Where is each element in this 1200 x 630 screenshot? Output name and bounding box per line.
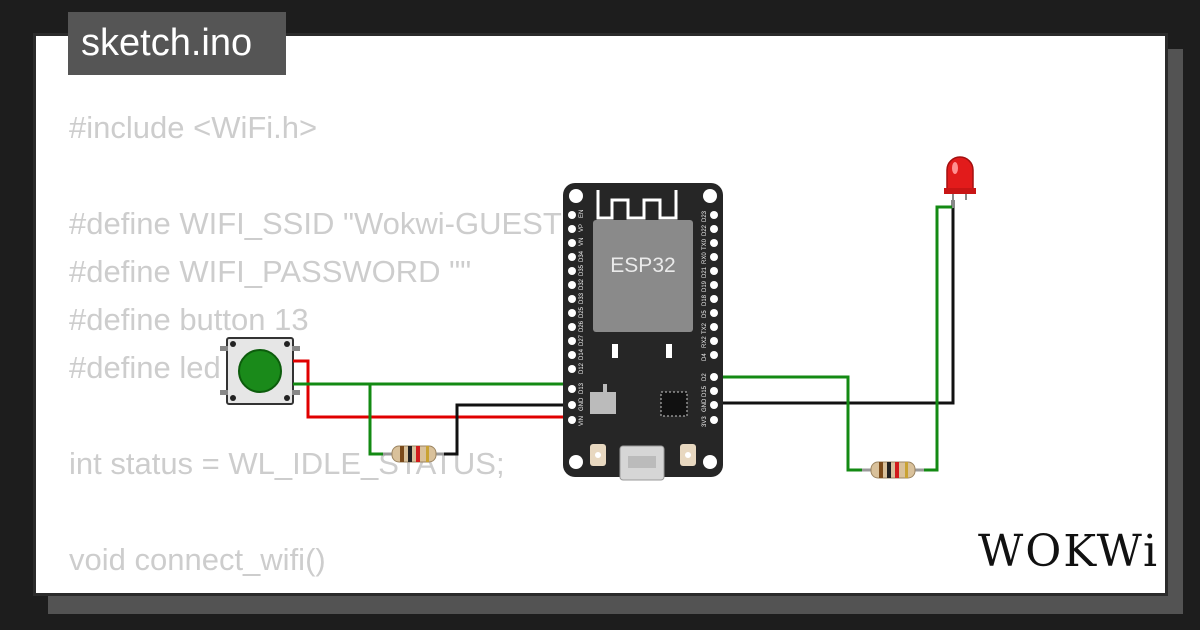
green-wire-anode [922,205,953,472]
smd-pad [666,344,672,358]
pin-label-right: D21 [702,266,708,278]
resistor-led[interactable] [862,461,924,479]
pin-label-right: RX2 [702,336,708,348]
pin-label-right: D19 [702,280,708,292]
pin-label-right: TX0 [702,238,708,250]
red-led[interactable] [944,156,976,208]
button-cap [238,349,282,393]
code-editor: #include <WiFi.h> #define WIFI_SSID "Wok… [69,104,573,593]
code-line: { [69,584,573,593]
pin-label-right: D18 [702,294,708,306]
code-line: int status = WL_IDLE_STATUS; [69,446,505,481]
green-wire-resistor [368,384,385,456]
mounting-hole [703,455,717,469]
code-line: #define WIFI_SSID "Wokwi-GUEST" [69,206,573,241]
code-line: #include <WiFi.h> [69,110,318,145]
voltage-regulator [590,392,616,414]
pin-label-right: D2 [702,373,708,381]
pin-labels: EN VP VN D34 D35 D32 D33 D25 D26 D27 D14… [579,210,708,427]
file-tab[interactable]: sketch.ino [68,12,286,75]
pin-label-left: D35 [579,264,585,276]
mounting-hole [569,189,583,203]
pin-label-right: RX0 [702,252,708,264]
pin-label-left: D26 [579,320,585,332]
usb-uart-chip [660,391,688,417]
pin-label-left: VIN [579,416,585,426]
pushbutton[interactable] [220,337,300,405]
pin-label-left: D13 [579,382,585,394]
pin-label-left: D25 [579,306,585,318]
esp32-board[interactable]: ESP32 EN VP VN D34 D35 D32 D33 D25 D [563,183,723,481]
pin-label-right: 3V3 [702,416,708,427]
right-pin-holes [710,211,718,424]
code-line: #define WIFI_PASSWORD "" [69,254,472,289]
pin-label-left: D14 [579,348,585,360]
pin-label-right: GND [702,398,708,412]
pin-label-left: D27 [579,334,585,346]
pin-label-left: VP [579,224,585,232]
green-wire-led [716,375,866,472]
pin-label-left: D32 [579,278,585,290]
left-pin-holes [568,211,576,424]
green-wire-button [293,382,572,389]
pin-label-right: D4 [702,353,708,361]
black-wire-led [716,200,955,405]
resistor-button[interactable] [383,445,444,463]
esp32-chip [593,220,693,332]
wokwi-logo[interactable]: WOKWi [978,526,1160,577]
black-wire-ground [442,403,571,456]
code-line: void connect_wifi() [69,542,326,577]
antenna-trace [596,190,678,220]
pin-label-left: EN [579,210,585,218]
pin-label-left: VN [579,238,585,246]
pin-label-right: D15 [702,385,708,397]
smd-pad [612,344,618,358]
pin-label-right: TX2 [702,322,708,334]
chip-label: ESP32 [610,254,675,277]
mounting-hole [569,455,583,469]
pin-label-left: D33 [579,292,585,304]
pin-label-left: D12 [579,362,585,374]
pin-label-left: D34 [579,250,585,262]
pin-label-right: D22 [702,224,708,236]
pin-label-right: D5 [702,310,708,318]
mounting-hole [703,189,717,203]
code-line: #define button 13 [69,302,309,337]
pin-label-left: GND [579,397,585,411]
pin-label-right: D23 [702,210,708,222]
